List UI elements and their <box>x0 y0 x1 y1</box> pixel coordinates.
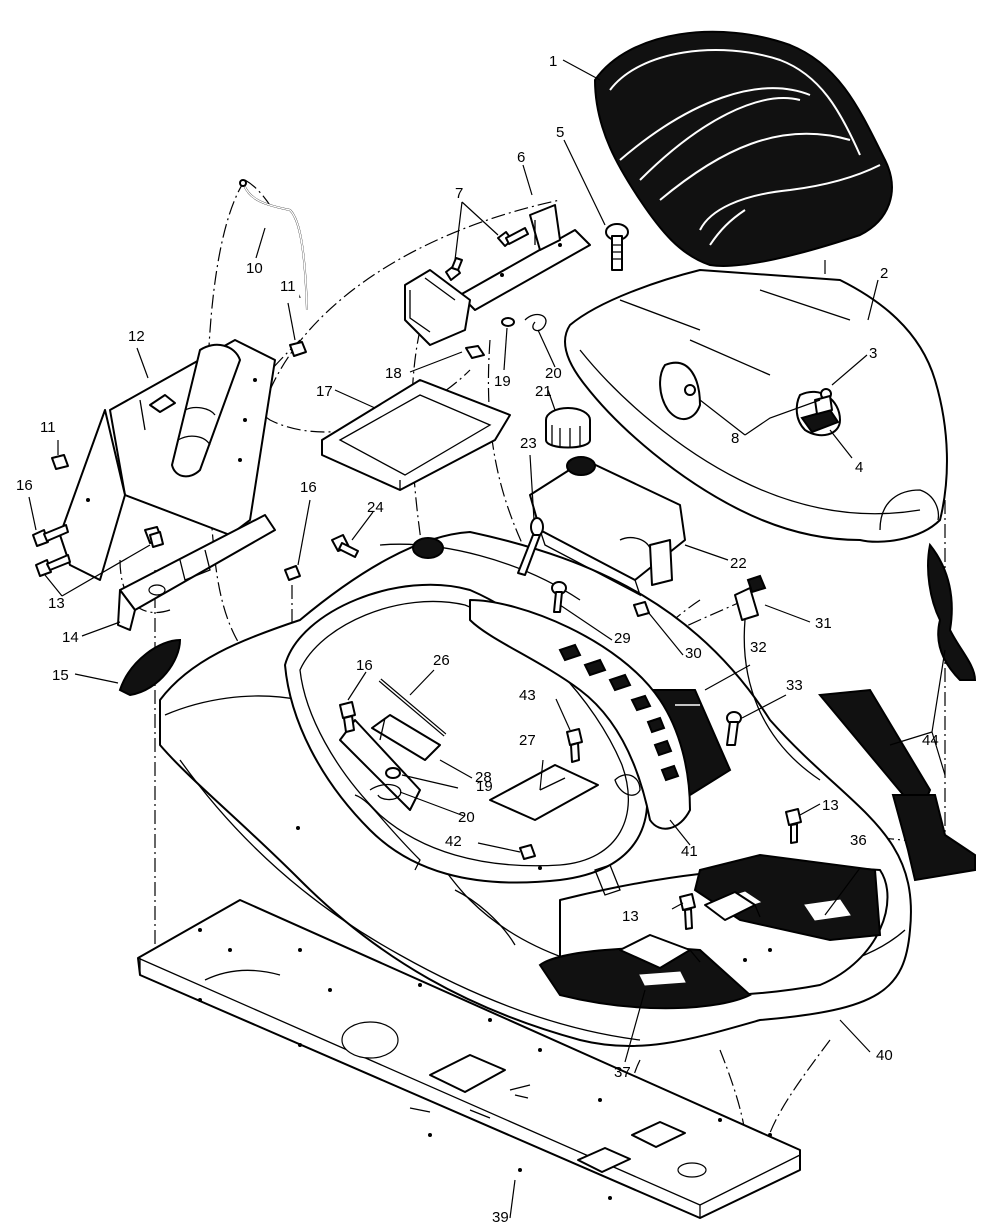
knob-33 <box>726 711 742 746</box>
callout-28: 28 <box>475 769 492 786</box>
callout-6: 6 <box>517 149 525 166</box>
callout-10: 10 <box>246 260 263 277</box>
callout-18: 18 <box>385 365 402 382</box>
callout-16-lower: 16 <box>356 657 373 674</box>
steering-bracket <box>59 339 276 581</box>
leader-lines <box>28 59 946 1219</box>
callout-2: 2 <box>880 265 888 282</box>
cover-plate <box>321 379 511 491</box>
hardware-18-19-20 <box>465 313 547 359</box>
callout-8: 8 <box>731 430 739 447</box>
callout-44: 44 <box>922 732 939 749</box>
callout-16-mid: 16 <box>300 479 317 496</box>
callout-4: 4 <box>855 459 863 476</box>
callout-7: 7 <box>455 185 463 202</box>
callout-40: 40 <box>876 1047 893 1064</box>
callout-13-right: 13 <box>822 797 839 814</box>
callout-42: 42 <box>445 833 462 850</box>
callout-16-left: 16 <box>16 477 33 494</box>
plate-27 <box>489 764 599 821</box>
switch-31 <box>734 574 821 781</box>
bolt-29 <box>551 581 567 613</box>
callout-32: 32 <box>750 639 767 656</box>
frame-plate <box>137 899 801 1219</box>
callout-23: 23 <box>520 435 537 452</box>
floor-brackets <box>619 891 772 969</box>
hardware-42-43 <box>519 728 583 860</box>
nut-11 <box>51 341 307 470</box>
callout-26: 26 <box>433 652 450 669</box>
callout-36: 36 <box>850 832 867 849</box>
side-panels-44 <box>818 542 977 882</box>
bolt-24 <box>331 534 359 558</box>
callout-1: 1 <box>549 53 557 70</box>
callout-15: 15 <box>52 667 69 684</box>
seat <box>593 30 893 267</box>
floor-mat-37 <box>538 947 752 1010</box>
callout-29: 29 <box>614 630 631 647</box>
callout-20-lower: 20 <box>458 809 475 826</box>
nut-30 <box>633 601 650 617</box>
latch-rod <box>378 678 447 737</box>
callout-39: 39 <box>492 1209 509 1222</box>
callout-27: 27 <box>519 732 536 749</box>
bracket-28 <box>371 714 441 761</box>
bolt-13 <box>149 531 802 930</box>
bolt-16 <box>32 524 356 733</box>
fuel-tank <box>529 456 686 597</box>
callout-13-left: 13 <box>48 595 65 612</box>
callout-30: 30 <box>685 645 702 662</box>
bolt-7 <box>445 227 529 281</box>
callout-20-top: 20 <box>545 365 562 382</box>
callout-11-left: 11 <box>40 419 56 436</box>
callout-43: 43 <box>519 687 536 704</box>
callout-5: 5 <box>556 124 564 141</box>
carriage-bolt <box>605 223 629 271</box>
callout-11-top: 11 <box>280 278 296 295</box>
floor-mat-36 <box>693 853 882 942</box>
hardware-lower-19-20 <box>369 767 402 801</box>
callout-12: 12 <box>128 328 145 345</box>
callout-24: 24 <box>367 499 384 516</box>
callout-31: 31 <box>815 615 832 632</box>
callout-14: 14 <box>62 629 79 646</box>
callout-19-lower: 19 <box>476 778 493 795</box>
callout-21: 21 <box>535 383 552 400</box>
callout-19-top: 19 <box>494 373 511 390</box>
fuel-cap <box>545 407 591 449</box>
callout-17: 17 <box>316 383 333 400</box>
bolt-23 <box>517 517 544 576</box>
console <box>469 599 691 830</box>
callout-41: 41 <box>681 843 698 860</box>
callout-22: 22 <box>730 555 747 572</box>
callout-3: 3 <box>869 345 877 362</box>
pad-15 <box>118 638 182 697</box>
callout-labels: 1 2 3 4 5 6 7 8 10 11 11 12 13 13 13 13 … <box>16 53 939 1222</box>
callout-33: 33 <box>786 677 803 694</box>
callout-37: 37 <box>614 1064 631 1081</box>
seat-bracket <box>404 204 591 346</box>
support-bracket <box>117 514 276 631</box>
lift-rod <box>239 179 308 311</box>
callout-13-bottom: 13 <box>622 908 639 925</box>
